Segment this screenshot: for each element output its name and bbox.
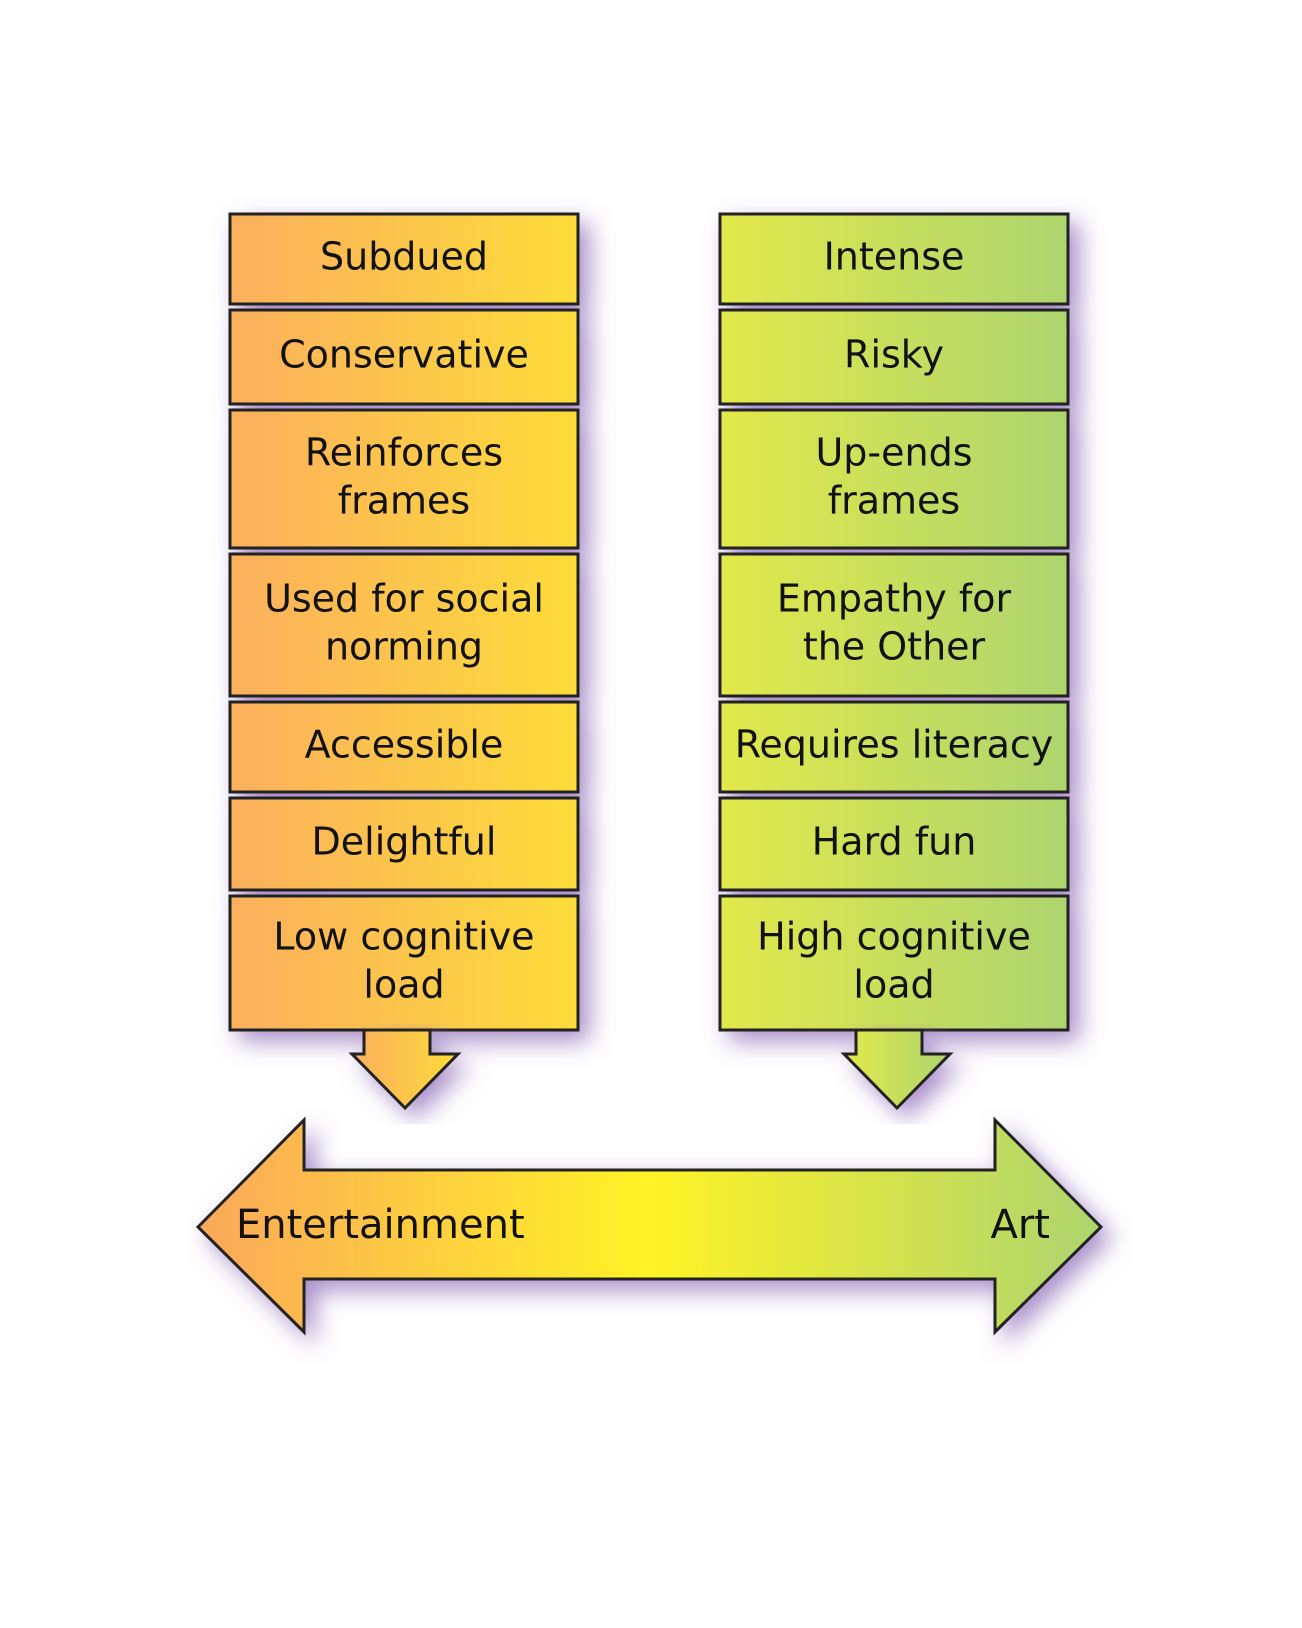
right-trait-label: frames — [828, 479, 960, 523]
right-trait-label: the Other — [803, 625, 986, 669]
right-trait-label: Empathy for — [777, 577, 1012, 621]
entertainment-label: Entertainment — [236, 1202, 525, 1248]
left-trait-box — [228, 408, 580, 550]
right-down-arrow — [840, 1028, 954, 1111]
right-trait-label: Risky — [844, 333, 944, 377]
left-trait-box — [228, 308, 580, 406]
left-trait-label: Conservative — [279, 333, 529, 377]
down-arrows — [348, 1028, 954, 1111]
right-trait-label: load — [853, 963, 934, 1007]
right-trait-label: High cognitive — [757, 915, 1031, 959]
right-trait-label: Intense — [824, 235, 965, 279]
left-trait-box — [228, 212, 580, 306]
left-trait-label: norming — [325, 625, 483, 669]
right-trait-box — [718, 308, 1070, 406]
entertainment-art-double-arrow — [195, 1116, 1104, 1336]
art-traits-column — [718, 212, 1070, 1032]
spectrum-arrow — [195, 1116, 1104, 1336]
art-label: Art — [991, 1202, 1051, 1248]
left-trait-label: load — [363, 963, 444, 1007]
left-trait-label: Accessible — [305, 723, 504, 767]
right-trait-box — [718, 700, 1070, 794]
right-trait-box — [718, 894, 1070, 1032]
left-trait-label: Subdued — [320, 235, 488, 279]
right-trait-box — [718, 212, 1070, 306]
left-trait-label: Low cognitive — [273, 915, 534, 959]
left-trait-box — [228, 552, 580, 698]
right-trait-label: Requires literacy — [735, 723, 1054, 767]
right-trait-box — [718, 552, 1070, 698]
right-trait-box — [718, 796, 1070, 892]
left-trait-box — [228, 700, 580, 794]
right-trait-box — [718, 408, 1070, 550]
entertainment-traits-column — [228, 212, 580, 1032]
left-trait-label: Delightful — [312, 820, 497, 864]
right-trait-label: Up-ends — [815, 431, 972, 475]
right-trait-label: Hard fun — [812, 820, 977, 864]
left-trait-label: Reinforces — [305, 431, 503, 475]
left-down-arrow — [348, 1028, 462, 1111]
left-trait-label: frames — [338, 479, 470, 523]
left-trait-label: Used for social — [264, 577, 544, 621]
left-trait-box — [228, 796, 580, 892]
